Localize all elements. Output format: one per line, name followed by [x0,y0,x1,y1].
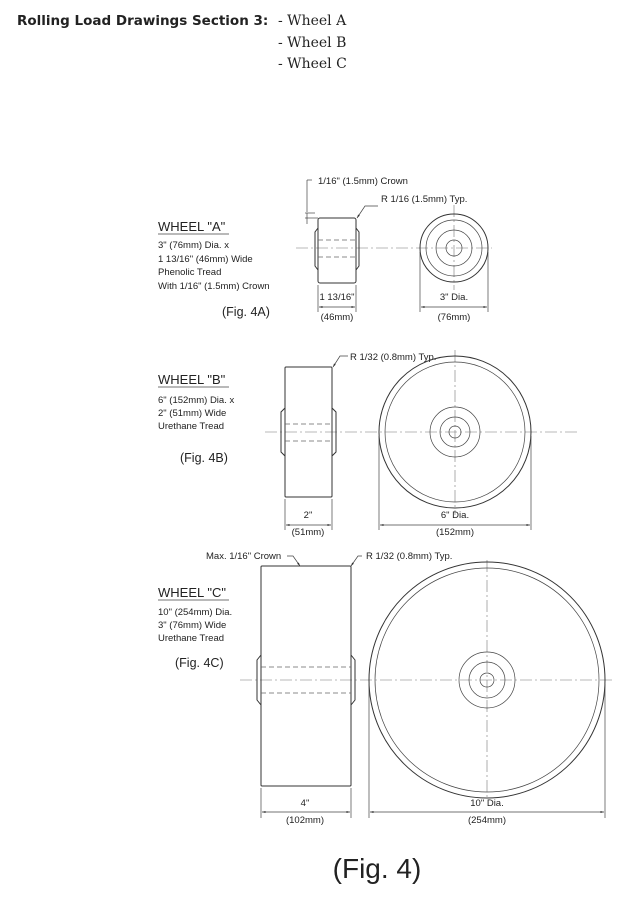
wheel-c-width-dim: 4" [301,798,310,809]
wheel-list-item: - Wheel A [278,13,347,29]
wheel-c-figure: (Fig. 4C) [175,656,224,670]
wheel-a-desc: With 1/16" (1.5mm) Crown [158,281,270,292]
section-title: Rolling Load Drawings Section 3: [17,13,268,29]
wheel-b-width-dim: 2" [304,510,313,521]
wheel-c-crown-note: Max. 1/16" Crown [206,551,281,562]
wheel-c-side-view [240,555,615,818]
wheel-c-front-view [368,560,606,818]
wheel-c-section: WHEEL "C" 10" (254mm) Dia. 3" (76mm) Wid… [158,551,615,826]
wheel-a-side-view [296,179,492,312]
wheel-c-dia-mm: (254mm) [468,815,506,826]
wheel-b-figure: (Fig. 4B) [180,451,228,465]
wheel-a-figure: (Fig. 4A) [222,305,270,319]
wheel-c-desc: Urethane Tread [158,633,224,644]
wheel-c-label: WHEEL "C" [158,585,226,600]
wheel-b-front-view [378,350,532,530]
wheel-c-desc: 10" (254mm) Dia. [158,607,232,618]
wheel-c-desc: 3" (76mm) Wide [158,620,226,631]
wheel-a-width-dim: 1 13/16" [319,292,354,303]
wheel-a-desc: 1 13/16" (46mm) Wide [158,254,253,265]
wheel-b-section: WHEEL "B" 6" (152mm) Dia. x 2" (51mm) Wi… [158,350,580,538]
wheel-b-side-view [265,355,580,530]
wheel-b-desc: Urethane Tread [158,421,224,432]
wheel-list-item: - Wheel B [278,35,346,51]
wheel-c-dia-dim: 10" Dia. [470,798,503,809]
wheel-b-label: WHEEL "B" [158,372,226,387]
wheel-a-radius-note: R 1/16 (1.5mm) Typ. [381,194,467,205]
wheel-a-crown-note: 1/16" (1.5mm) Crown [318,176,408,187]
wheel-a-front-view [419,205,489,312]
wheel-b-width-mm: (51mm) [292,527,325,538]
wheel-b-dia-dim: 6" Dia. [441,510,469,521]
main-figure-caption: (Fig. 4) [333,853,422,884]
wheel-b-dia-mm: (152mm) [436,527,474,538]
wheel-list-item: - Wheel C [278,56,347,72]
wheel-a-width-mm: (46mm) [321,312,354,323]
wheel-a-section: WHEEL "A" 3" (76mm) Dia. x 1 13/16" (46m… [158,176,492,323]
wheel-c-width-mm: (102mm) [286,815,324,826]
wheel-b-desc: 2" (51mm) Wide [158,408,226,419]
wheel-a-dia-mm: (76mm) [438,312,471,323]
wheel-a-dia-dim: 3" Dia. [440,292,468,303]
wheel-a-desc: 3" (76mm) Dia. x [158,240,229,251]
wheel-b-radius-note: R 1/32 (0.8mm) Typ. [350,352,436,363]
wheel-c-radius-note: R 1/32 (0.8mm) Typ. [366,551,452,562]
wheel-b-desc: 6" (152mm) Dia. x [158,395,234,406]
wheel-a-desc: Phenolic Tread [158,267,221,278]
wheel-a-label: WHEEL "A" [158,219,226,234]
